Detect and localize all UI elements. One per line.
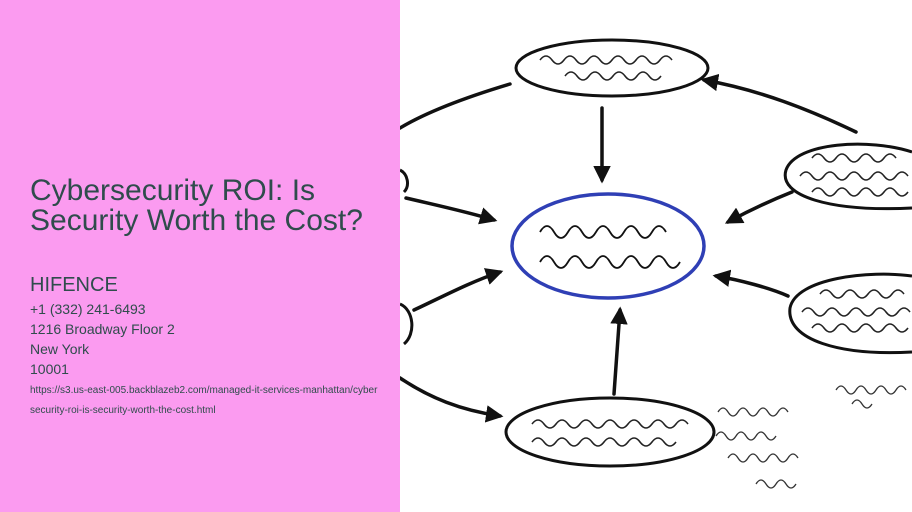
node-right-top xyxy=(783,142,912,211)
info-panel: Cybersecurity ROI: Is Security Worth the… xyxy=(0,0,400,512)
street-address: 1216 Broadway Floor 2 xyxy=(30,321,175,337)
zip-code: 10001 xyxy=(30,361,69,377)
node-top xyxy=(514,38,710,98)
city: New York xyxy=(30,341,90,357)
page-url[interactable]: https://s3.us-east-005.backblazeb2.com/m… xyxy=(30,385,378,416)
arrows xyxy=(400,73,858,423)
loose-scribbles xyxy=(715,385,907,489)
sketch-diagram xyxy=(400,0,912,512)
node-right-bottom xyxy=(788,272,912,355)
phone-number: +1 (332) 241-6493 xyxy=(30,301,146,317)
node-bottom xyxy=(504,396,716,468)
page-title: Cybersecurity ROI: Is Security Worth the… xyxy=(30,174,363,237)
node-center xyxy=(510,192,706,300)
company-name: HIFENCE xyxy=(30,274,118,296)
left-partial-nodes xyxy=(400,168,414,346)
